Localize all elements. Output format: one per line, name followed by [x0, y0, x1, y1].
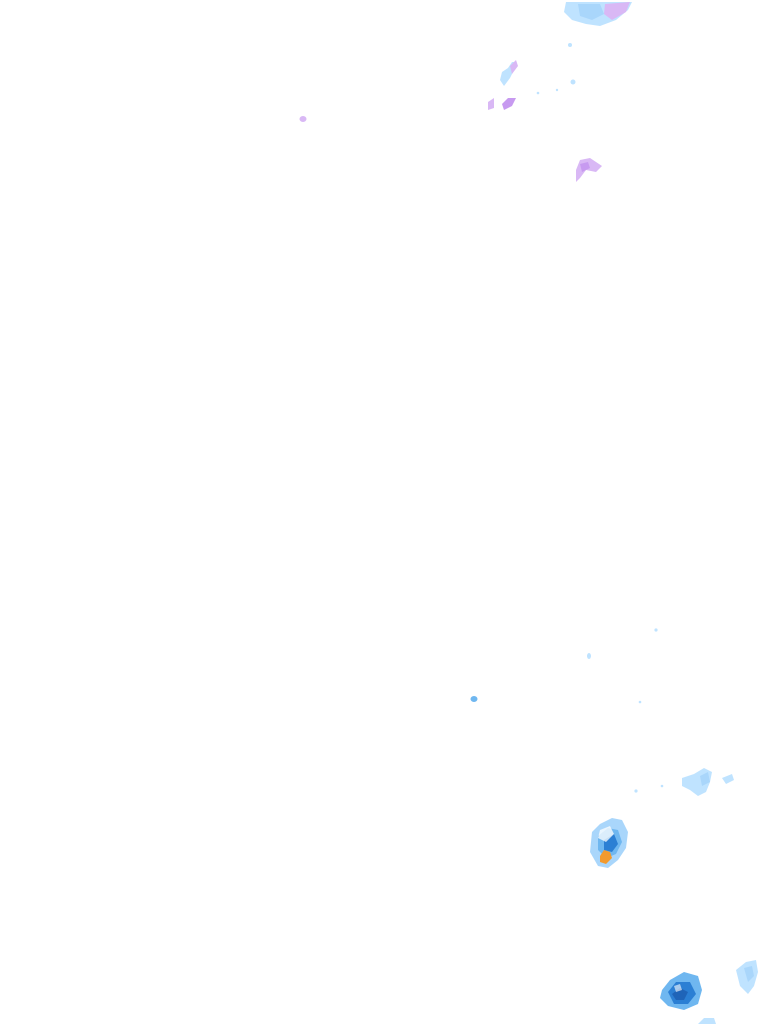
- precip-streak-upper: [500, 60, 518, 86]
- precip-speck-upper-2: [536, 79, 576, 95]
- precip-patch-lavender-mid: [488, 98, 516, 110]
- storm-cell-bottom: [660, 972, 702, 1010]
- precip-speck-upper-1: [568, 43, 572, 47]
- precip-patch-mid-right: [576, 158, 602, 182]
- precip-patch-far-bottom-right: [736, 960, 758, 994]
- precip-edge-bottom: [698, 1018, 716, 1024]
- precip-cell-top: [564, 2, 632, 26]
- precip-cluster-right: [634, 768, 734, 796]
- storm-cell-main: [590, 818, 628, 868]
- precip-speck-mid-1: [470, 628, 658, 704]
- precip-speck-left: [299, 116, 307, 122]
